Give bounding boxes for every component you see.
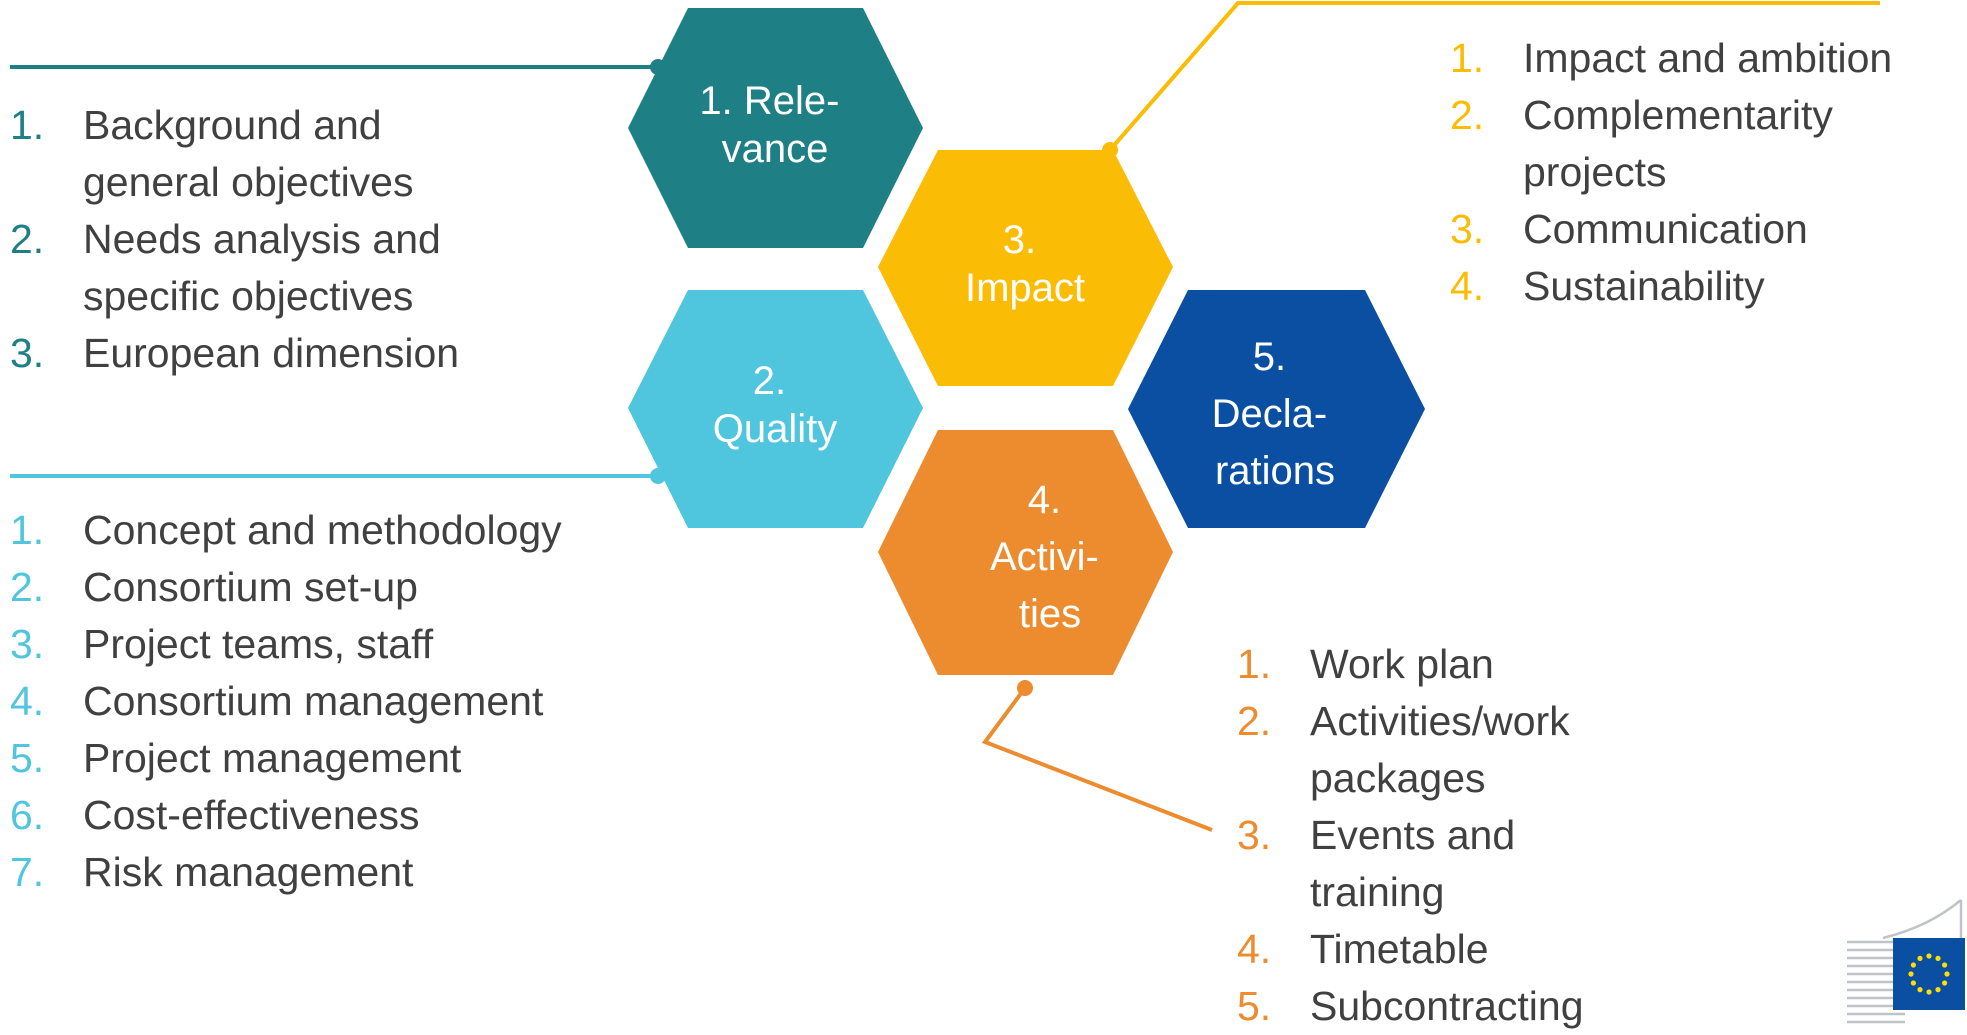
impact-criteria-list: 1. Impact and ambition 2. Complementarit… xyxy=(1450,30,1892,315)
relevance-criteria-list: 1. Background and general objectives 2. … xyxy=(10,97,459,382)
list-item: 5. Subcontracting xyxy=(1237,983,1584,1029)
impact-hexagon: 3. Impact xyxy=(878,150,1173,386)
activities-hexagon: 4. Activi- ties xyxy=(878,430,1173,675)
impact-connector-line xyxy=(1108,0,1880,152)
list-item: 1. Concept and methodology xyxy=(10,507,562,553)
eu-flag-icon xyxy=(1893,938,1965,1010)
quality-hexagon-label: 2. Quality xyxy=(713,359,838,451)
list-item: 1. Impact and ambition xyxy=(1450,35,1893,81)
activities-connector-line xyxy=(981,686,1213,832)
list-item: 2. Needs analysis and specific objective… xyxy=(10,216,441,319)
list-item: 3. Communication xyxy=(1450,206,1808,252)
list-item: 6. Cost-effectiveness xyxy=(10,792,420,838)
list-item: 4. Sustainability xyxy=(1450,263,1765,309)
list-item: 4. Timetable xyxy=(1237,926,1489,972)
impact-hexagon-label: 3. Impact xyxy=(965,218,1085,310)
quality-criteria-list: 1. Concept and methodology 2. Consortium… xyxy=(10,502,562,901)
list-item: 3. Project teams, staff xyxy=(10,621,434,667)
declarations-hexagon-label: 5. Decla- rations xyxy=(1212,335,1339,493)
list-item: 4. Consortium management xyxy=(10,678,544,724)
activities-connector-dot xyxy=(1017,680,1033,696)
list-item: 2. Activities/work packages xyxy=(1237,698,1570,801)
quality-hexagon: 2. Quality xyxy=(628,290,923,528)
relevance-hexagon: 1. Rele- vance xyxy=(628,8,923,248)
declarations-hexagon: 5. Decla- rations xyxy=(1128,290,1425,528)
list-item: 7. Risk management xyxy=(10,849,414,895)
list-item: 5. Project management xyxy=(10,735,462,781)
list-item: 1. Background and general objectives xyxy=(10,102,414,205)
relevance-hexagon-label: 1. Rele- vance xyxy=(699,79,850,171)
eu-stars-icon xyxy=(1908,953,1950,995)
activities-criteria-list: 1. Work plan 2. Activities/work packages… xyxy=(1237,636,1584,1035)
activities-hexagon-label: 4. Activi- ties xyxy=(990,478,1110,636)
list-item: 2. Consortium set-up xyxy=(10,564,418,610)
list-item: 3. European dimension xyxy=(10,330,460,376)
list-item: 2. Complementarity projects xyxy=(1450,92,1833,195)
list-item: 1. Work plan xyxy=(1237,641,1494,687)
eu-flag-logo xyxy=(1847,899,1965,1024)
list-item: 3. Events and training xyxy=(1237,812,1516,915)
